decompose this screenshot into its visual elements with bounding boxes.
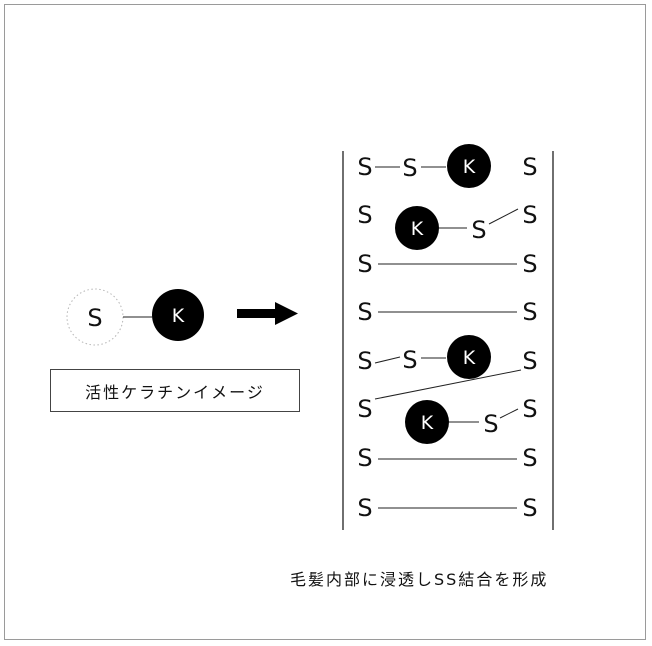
keratin-molecule: S K bbox=[66, 288, 204, 346]
right-sulfur-2: S bbox=[522, 201, 537, 229]
right-sulfur-6: S bbox=[522, 395, 537, 423]
keratin-label-row-2: K bbox=[411, 218, 424, 240]
keratin-label: K bbox=[172, 305, 185, 327]
left-sulfur-8: S bbox=[357, 494, 372, 522]
left-sulfur-5: S bbox=[357, 347, 372, 375]
arrow-right-icon bbox=[237, 302, 298, 325]
right-sulfur-5: S bbox=[522, 347, 537, 375]
keratin-atom-row-2 bbox=[395, 206, 439, 250]
left-sulfur-1: S bbox=[357, 153, 372, 181]
middle-sulfur-row-5: S bbox=[402, 346, 417, 374]
row-1-keratin-chain: S K bbox=[375, 144, 491, 188]
row-6-keratin-chain: K S bbox=[405, 400, 519, 444]
diagram-caption: 毛髪内部に浸透しSS結合を形成 bbox=[290, 570, 549, 589]
ss-cross-link bbox=[374, 369, 522, 400]
right-sulfur-7: S bbox=[522, 444, 537, 472]
row-2-keratin-chain: K S bbox=[395, 206, 519, 250]
keratin-atom-row-5 bbox=[447, 335, 491, 379]
legend-label: 活性ケラチンイメージ bbox=[85, 382, 265, 402]
keratin-atom bbox=[152, 289, 204, 341]
middle-sulfur-row-6: S bbox=[483, 410, 498, 438]
left-sulfur-7: S bbox=[357, 444, 372, 472]
left-sulfur-3: S bbox=[357, 250, 372, 278]
legend-box: 活性ケラチンイメージ bbox=[50, 369, 300, 412]
right-sulfur-column: S S S S S S S S bbox=[522, 153, 537, 522]
left-sulfur-2: S bbox=[357, 201, 372, 229]
keratin-atom-row-6 bbox=[405, 400, 449, 444]
keratin-label-row-6: K bbox=[421, 412, 434, 434]
keratin-atom-row-1 bbox=[447, 144, 491, 188]
row-5-keratin-chain: S K bbox=[374, 335, 491, 379]
keratin-label-row-1: K bbox=[463, 156, 476, 178]
middle-sulfur-row-1: S bbox=[402, 154, 417, 182]
right-sulfur-8: S bbox=[522, 494, 537, 522]
right-sulfur-3: S bbox=[522, 250, 537, 278]
left-sulfur-6: S bbox=[357, 395, 372, 423]
middle-sulfur-row-2: S bbox=[471, 216, 486, 244]
keratin-label-row-5: K bbox=[463, 347, 476, 369]
sulfur-label: S bbox=[87, 304, 102, 332]
left-sulfur-4: S bbox=[357, 298, 372, 326]
right-sulfur-4: S bbox=[522, 298, 537, 326]
left-sulfur-column: S S S S S S S S bbox=[357, 153, 372, 522]
right-sulfur-1: S bbox=[522, 153, 537, 181]
